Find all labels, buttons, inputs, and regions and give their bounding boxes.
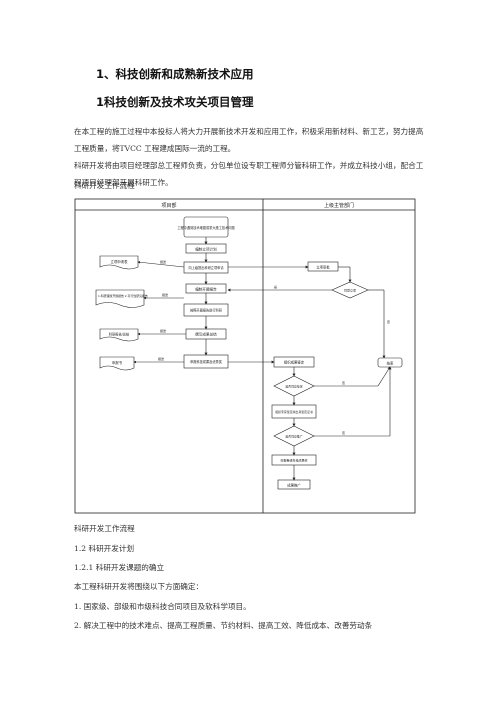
doc-declaration-label: 申报书 [112, 360, 123, 365]
flow-caption: 科研开发工作流程 [74, 524, 135, 533]
section-heading-1: 1、科技创新和成熟新技术应用 [96, 67, 254, 81]
flowchart-frame [74, 198, 416, 514]
section-heading-1-1: 1科技创新及技术攻关项目管理 [96, 95, 254, 109]
doc-report-label: 科研报告/总结 [109, 332, 129, 337]
label-submit-2: 报送 [162, 292, 168, 297]
label-yes-1: 是 [274, 284, 277, 289]
list-item-2: 2. 解决工程中的技术难点、提高工程质量、节约材料、提高工效、降低成本、改善劳动… [74, 621, 373, 630]
doc-apply-form-label: 立项申请表 [111, 259, 129, 264]
decision-approve [331, 281, 369, 299]
doc-declaration [99, 356, 135, 371]
node-appraisal-label: 组织成果鉴定 [284, 360, 305, 365]
node-research-label: 按照开题报告进行科研 [190, 308, 223, 313]
node-approval-label: 立项审批 [316, 265, 330, 270]
topics-intro: 本工程科研开发将围绕以下方面确定： [74, 582, 204, 591]
intro-paragraph-1: 在本工程的施工过程中本投标人将大力开展新技术开发和应用工作，积极采用新材料、新工… [74, 127, 424, 153]
start-node-label: 工程中遇到技术难题或重大施工技术问题 [177, 225, 235, 230]
doc-apply-form [99, 255, 139, 270]
node-summary-label: 撰写成果总结 [195, 332, 217, 337]
node-declare-label: 申报科技成果及优秀奖 [190, 359, 223, 364]
node-apply-label: 向上级提出科研立项申请 [188, 265, 224, 270]
node-expert-review-label: 组织专家鉴定并出具鉴定证书 [275, 409, 313, 414]
column-header-project: 项目部 [161, 202, 176, 209]
label-no-1: 否 [387, 320, 390, 324]
doc-feasibility-label: 1.科研课题开题报告 2.可行性研究报告 [98, 293, 148, 298]
node-plan-label: 编制立项计划 [195, 247, 217, 252]
node-promotion-label: 成果推广 [287, 483, 301, 488]
flow-title: 科研开发工作流程 [74, 181, 135, 190]
node-award-label: 申报各级科技成果奖 [280, 458, 307, 463]
label-submit-1: 报送 [160, 259, 166, 264]
flowchart-svg: 项目部 上级主管部门 工程中遇到技术难题或重大施工技术问题 编制立项计划 向上级… [74, 198, 416, 514]
intro-paragraph-2: 科研开发将由项目经理部总工程师负责，分包单位设专职工程师分管科研工作，并成立科技… [74, 161, 424, 187]
section-1-2: 1.2 科研开发计划 [74, 544, 135, 553]
decision-appraisal-label: 是否同意鉴定 [285, 384, 302, 389]
doc-feasibility [95, 289, 145, 308]
label-submit-3: 报送 [160, 328, 166, 333]
section-1-2-1: 1.2.1 科研开发课题的确立 [74, 563, 165, 572]
flowchart: 项目部 上级主管部门 工程中遇到技术难题或重大施工技术问题 编制立项计划 向上级… [74, 198, 416, 514]
label-no-2: 否 [342, 381, 345, 385]
decision-approve-label: 同意立项 [344, 288, 356, 293]
doc-report [99, 328, 139, 342]
decision-promote-label: 是否同意推广 [285, 434, 302, 439]
label-submit-4: 报送 [158, 356, 164, 361]
column-header-authority: 上级主管部门 [324, 202, 354, 209]
node-opening-report-label: 编制开题报告 [195, 287, 217, 292]
end-node-label: 结束 [387, 361, 394, 366]
list-item-1: 1. 国家级、部级和市级科技合同项目及软科学项目。 [74, 602, 251, 611]
label-no-3: 否 [342, 431, 345, 435]
